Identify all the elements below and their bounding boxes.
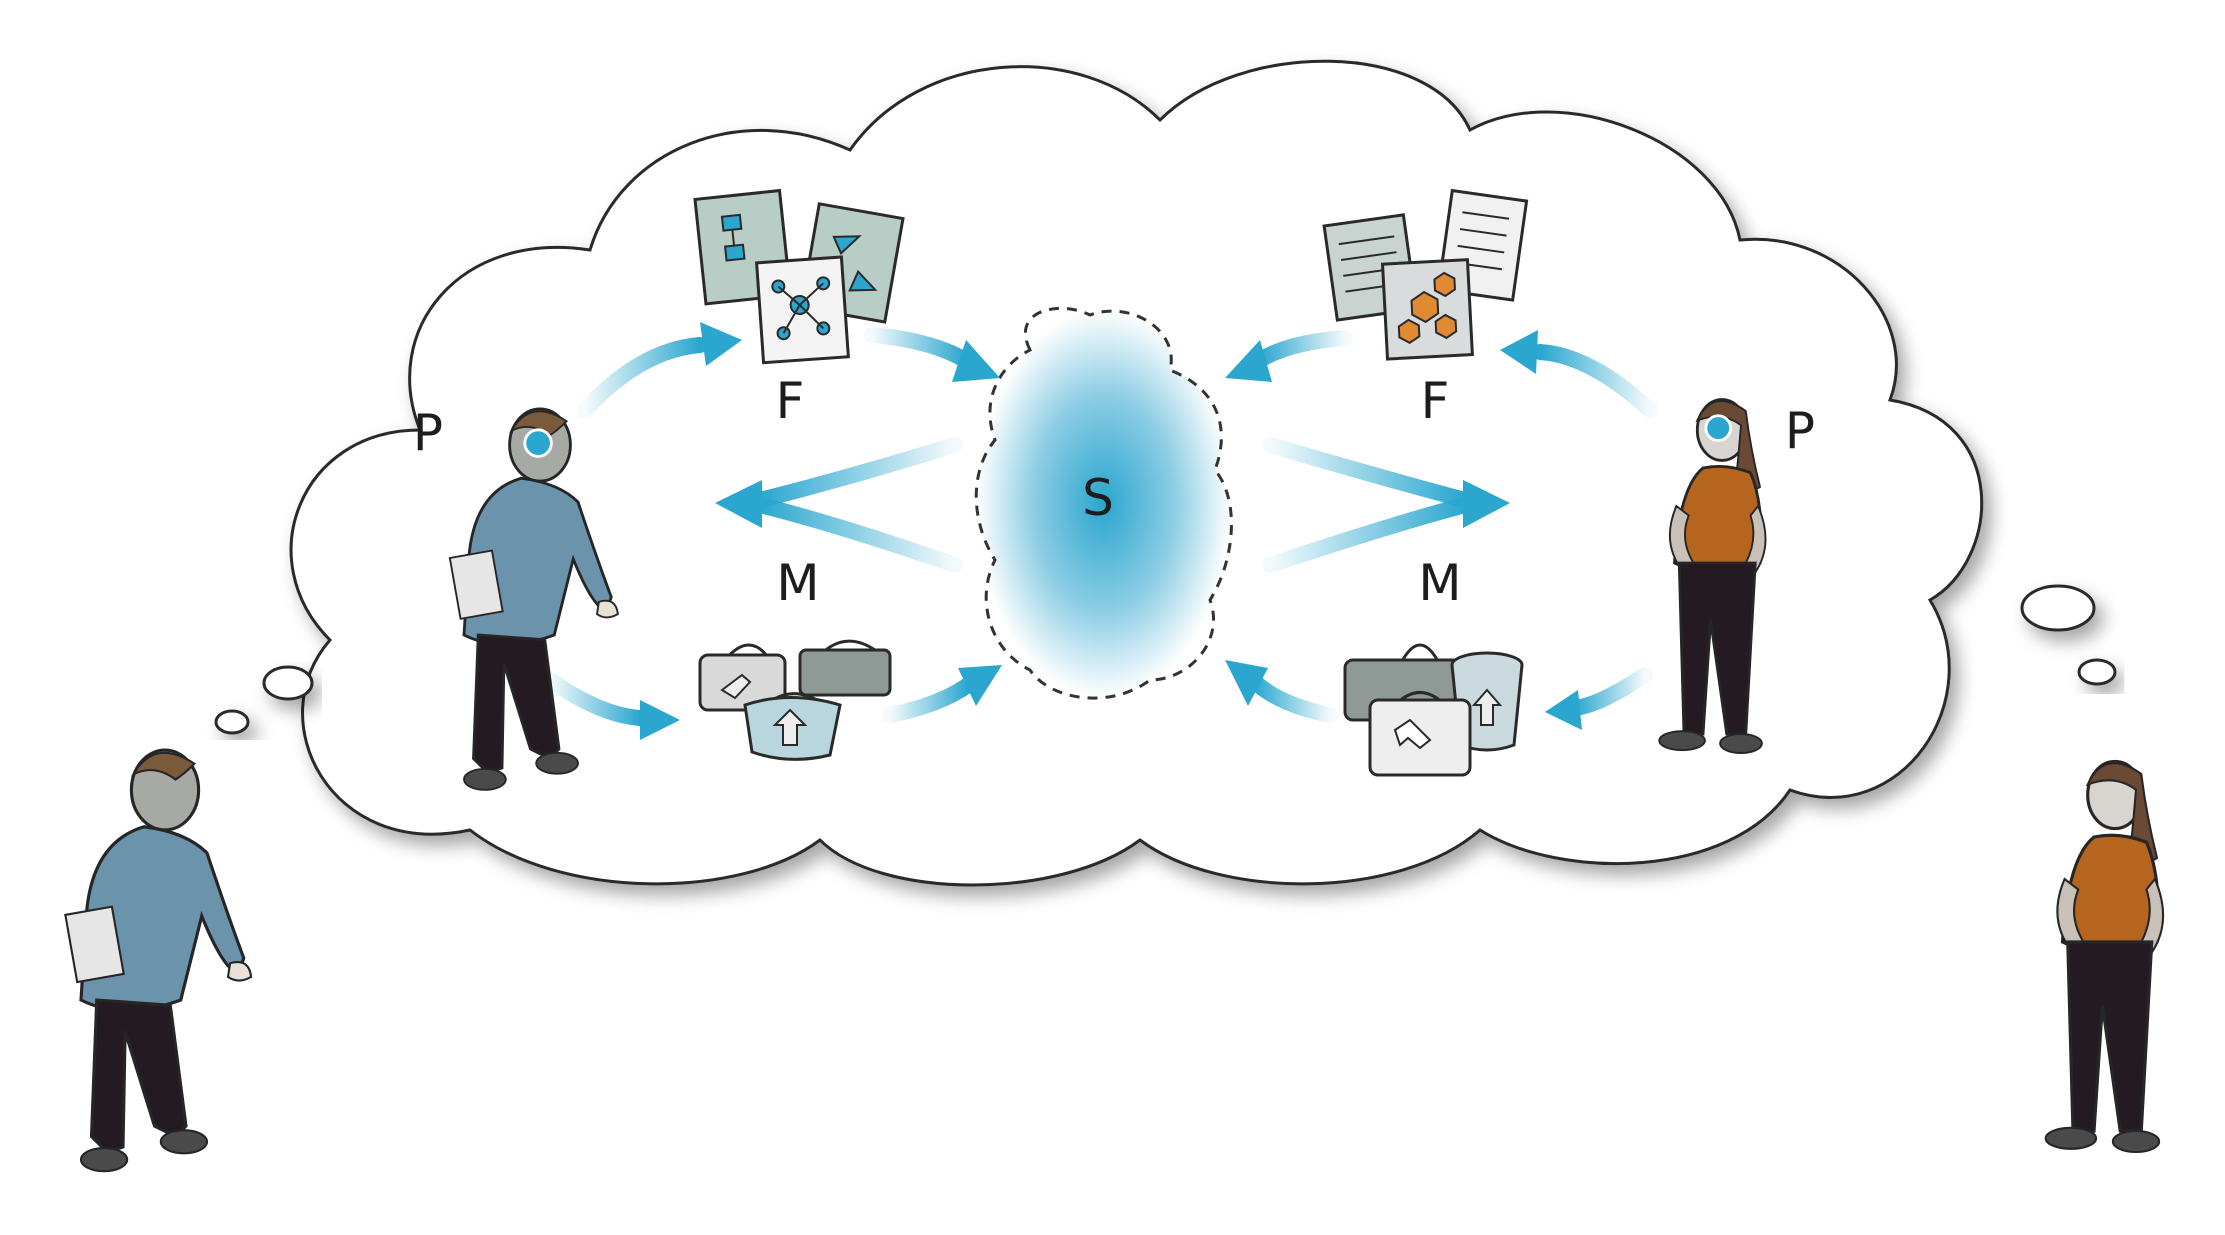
shared-space: S [974,307,1233,700]
bubble-medium [2020,584,2096,632]
arrow-frames-to-shared-left [864,327,973,368]
arrows [542,322,1658,740]
arrow-head [1225,340,1272,382]
person-right-outer [2044,759,2165,1154]
brain-icon [523,428,553,458]
arrow-materials-to-shared-left [882,677,976,723]
person-right-inner [1657,398,1767,755]
frames-documents-left [693,188,905,365]
thought-bubbles-left [214,665,314,735]
bubble-small [214,709,250,735]
materials-label-left: M [776,554,819,612]
arrow-head [715,480,762,528]
frames-label-left: F [776,372,805,430]
arrow-materials-to-shared-right [1247,674,1338,723]
arrow-head [1500,330,1538,374]
arrow-head [958,665,1002,706]
person-label-right: P [1785,402,1815,460]
arrow-head [1545,690,1582,730]
shared-space-label: S [1082,469,1114,527]
materials-baskets-left [698,639,892,761]
arrow-head [1463,480,1510,528]
arrow-frames-to-shared-right [1252,330,1353,368]
thought-bubbles-right [2020,584,2117,686]
person-label-left: P [413,404,443,462]
arrow-head [640,700,680,740]
arrow-shared-to-materials-left [542,672,648,726]
materials-label-right: M [1418,554,1461,612]
arrow-shared-to-person-lower-right [1262,497,1473,573]
arrow-shared-to-person-upper-right [1262,437,1473,508]
arrow-head [952,340,1000,382]
arrow-person-to-frames-right [1532,344,1658,418]
arrow-head [1225,660,1268,706]
arrow-person-to-materials-right [1567,667,1653,716]
arrow-shared-to-person-lower-left [752,497,963,573]
arrow-shared-to-person-upper-left [752,437,963,508]
bubble-medium [262,665,314,701]
bubble-small [2077,658,2117,686]
person-left-outer [63,748,253,1173]
person-left-inner [448,407,620,792]
materials-baskets-right [1343,643,1524,777]
frames-documents-right [1322,188,1529,361]
arrow-person-to-frames-left [577,337,708,418]
arrow-head [700,322,742,366]
frames-label-right: F [1421,372,1450,430]
brain-icon [1704,414,1732,442]
